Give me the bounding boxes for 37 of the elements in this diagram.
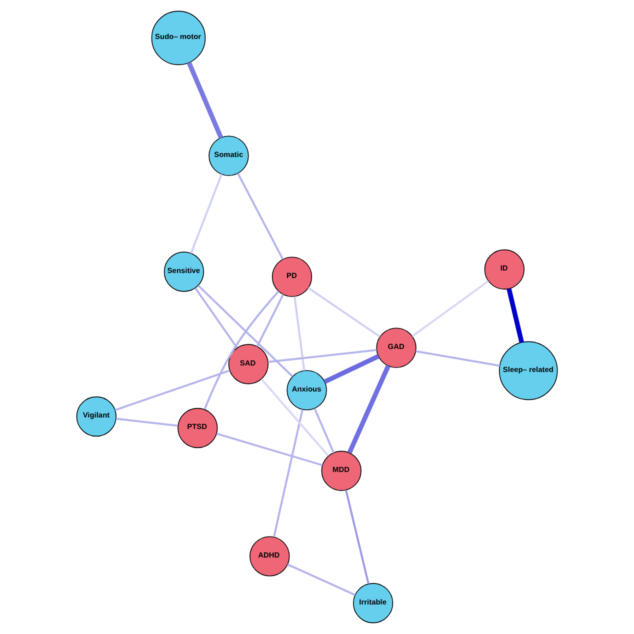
node-circle: PD [272, 256, 312, 297]
connector [345, 490, 370, 584]
connector [204, 290, 280, 410]
node-circle: Anxious [286, 370, 327, 410]
node-circle: Sudo– motor [151, 10, 206, 66]
connector [506, 288, 524, 344]
connector [314, 408, 335, 454]
node-circle: GAD [376, 328, 416, 368]
node-circle: SAD [228, 344, 269, 384]
connector [308, 287, 381, 338]
node-circle: Irritable [353, 583, 394, 624]
connector [216, 432, 323, 466]
connector [294, 296, 306, 371]
connector [186, 62, 224, 139]
connector [416, 350, 500, 367]
connector [268, 348, 377, 363]
connector [237, 172, 284, 260]
node-circle: PTSD [178, 408, 218, 448]
connector [198, 284, 294, 378]
node-circle: Sleep– related [498, 341, 558, 400]
node-circle: Sensitive [164, 252, 204, 292]
connector [287, 564, 356, 596]
node-circle: Vigilant [76, 396, 116, 437]
connector [114, 370, 230, 412]
connector [194, 287, 238, 348]
connector [116, 418, 178, 427]
connector [190, 174, 223, 254]
connector [324, 354, 380, 384]
node-circle: ID [484, 249, 524, 290]
connector [347, 364, 390, 454]
connector [272, 409, 304, 538]
node-circle: Somatic [208, 136, 249, 176]
node-circle: MDD [321, 450, 362, 491]
connector [256, 294, 284, 347]
connector [412, 280, 489, 338]
node-circle: ADHD [250, 536, 290, 576]
connector [260, 378, 330, 456]
